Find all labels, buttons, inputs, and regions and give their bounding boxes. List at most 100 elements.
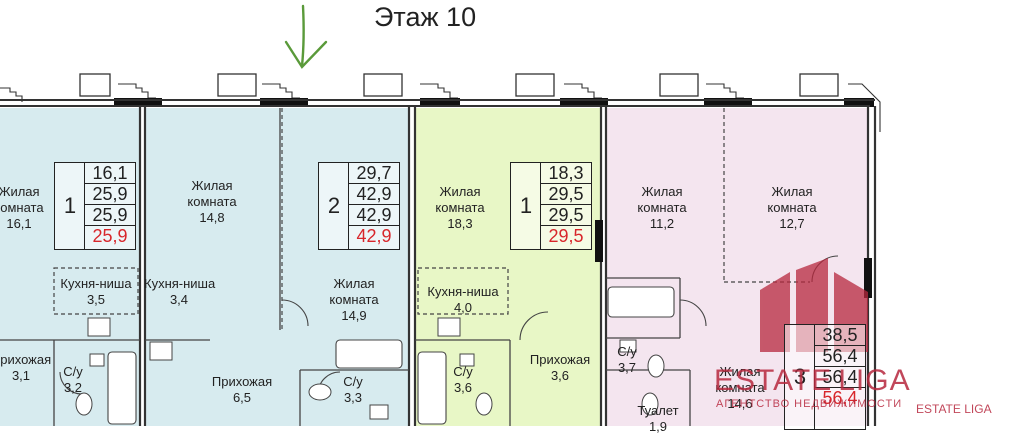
room-area: 3,1 xyxy=(11,368,31,383)
room-label: Туалет 1,9 xyxy=(628,403,688,435)
room-area: 3,5 xyxy=(86,292,106,307)
room-label: Кухня-ниша 3,5 xyxy=(54,276,138,308)
room-area: 3,7 xyxy=(617,360,637,375)
total-area-alt: 42,9 xyxy=(349,205,399,226)
room-name: Жилая комната xyxy=(715,364,765,395)
total-area-highlight: 56,4 xyxy=(822,388,858,408)
watermark-brand-left: ESTATE xyxy=(714,364,833,397)
total-area-alt: 56,4 xyxy=(815,367,865,388)
room-area: 11,2 xyxy=(649,216,675,231)
room-label: Жилая комната 16,1 xyxy=(0,184,54,232)
area-badge: 2 29,7 42,9 42,9 42,9 xyxy=(318,162,400,250)
room-name: С/у xyxy=(343,374,363,389)
room-area: 16,1 xyxy=(6,216,32,231)
living-area: 18,3 xyxy=(541,163,591,184)
badge-values: 18,3 29,5 29,5 29,5 xyxy=(540,163,591,249)
room-name: С/у xyxy=(453,364,473,379)
room-area: 12,7 xyxy=(779,216,805,231)
room-area: 3,2 xyxy=(63,380,83,395)
floor-plan xyxy=(0,4,881,426)
room-name: Кухня-ниша xyxy=(427,284,499,299)
room-area: 3,4 xyxy=(169,292,189,307)
room-label: Жилая комната 14,9 xyxy=(314,276,394,324)
room-label: С/у 3,7 xyxy=(610,344,644,376)
watermark-tagline: АГЕНТСТВО НЕДВИЖИМОСТИ xyxy=(716,398,903,410)
room-area: 6,5 xyxy=(232,390,252,405)
total-area-alt: 29,5 xyxy=(541,205,591,226)
room-name: С/у xyxy=(63,364,83,379)
area-badge: 3 38,5 56,4 56,4 56,4 xyxy=(784,324,866,430)
watermark-brand-right: LIGA xyxy=(838,364,911,397)
living-area: 16,1 xyxy=(85,163,135,184)
window-sills xyxy=(114,98,874,107)
living-area: 29,7 xyxy=(349,163,399,184)
floor-title: Этаж 10 xyxy=(374,2,477,32)
room-label: Прихожая 3,1 xyxy=(0,352,56,384)
room-area: 3,3 xyxy=(343,390,363,405)
room-label: Кухня-ниша 4,0 xyxy=(418,284,508,316)
room-name: Жилая комната xyxy=(767,184,817,215)
badge-values: 38,5 56,4 56,4 56,4 xyxy=(814,325,865,429)
area-badge: 1 18,3 29,5 29,5 29,5 xyxy=(510,162,592,250)
total-area-highlight: 25,9 xyxy=(92,226,128,246)
badge-room-count: 1 xyxy=(63,193,77,218)
room-area: 18,3 xyxy=(447,216,473,231)
room-area: 4,0 xyxy=(453,300,473,315)
room-area: 14,9 xyxy=(341,308,367,323)
room-label: Прихожая 3,6 xyxy=(520,352,600,384)
fixtures xyxy=(75,317,665,420)
total-area: 25,9 xyxy=(85,184,135,205)
room-name: Туалет xyxy=(637,403,679,418)
room-name: Жилая комната xyxy=(187,178,237,209)
room-label: С/у 3,2 xyxy=(56,364,90,396)
room-name: С/у xyxy=(617,344,637,359)
badge-room-count: 3 xyxy=(793,364,807,389)
room-name: Жилая комната xyxy=(0,184,44,215)
room-name: Жилая комната xyxy=(435,184,485,215)
room-name: Кухня-ниша xyxy=(144,276,216,291)
bathtubs xyxy=(107,286,675,425)
room-label: С/у 3,6 xyxy=(446,364,480,396)
total-area-highlight: 29,5 xyxy=(548,226,584,246)
facade-steps xyxy=(0,83,881,132)
room-label: Жилая комната 12,7 xyxy=(752,184,832,232)
room-label: Жилая комната 14,8 xyxy=(172,178,252,226)
room-label: С/у 3,3 xyxy=(336,374,370,406)
room-name: Прихожая xyxy=(211,374,273,389)
room-label: Жилая комната 18,3 xyxy=(420,184,500,232)
dashed-zones xyxy=(53,108,810,330)
badge-room-count: 2 xyxy=(327,193,341,218)
room-label: Жилая комната 11,2 xyxy=(622,184,702,232)
room-label: Прихожая 6,5 xyxy=(202,374,282,406)
total-area: 56,4 xyxy=(815,346,865,367)
apartment-2-fill xyxy=(145,108,409,426)
room-label: Кухня-ниша 3,4 xyxy=(144,276,216,308)
room-name: Жилая комната xyxy=(329,276,379,307)
watermark-small: ESTATE LIGA xyxy=(916,402,992,416)
living-area: 38,5 xyxy=(815,325,865,346)
total-area: 29,5 xyxy=(541,184,591,205)
party-wall-thick xyxy=(595,220,603,262)
room-name: Прихожая xyxy=(0,352,52,367)
total-area: 42,9 xyxy=(349,184,399,205)
total-area-alt: 25,9 xyxy=(85,205,135,226)
room-area: 14,8 xyxy=(199,210,225,225)
room-area: 3,6 xyxy=(453,380,473,395)
badge-values: 16,1 25,9 25,9 25,9 xyxy=(84,163,135,249)
room-label: Жилая комната 14,6 xyxy=(700,364,780,412)
interior-walls xyxy=(0,108,691,426)
badge-values: 29,7 42,9 42,9 42,9 xyxy=(348,163,399,249)
room-name: Кухня-ниша xyxy=(60,276,132,291)
room-area: 1,9 xyxy=(648,419,668,434)
green-arrow-icon xyxy=(284,4,328,69)
room-name: Жилая комната xyxy=(637,184,687,215)
total-area-highlight: 42,9 xyxy=(356,226,392,246)
room-area: 14,6 xyxy=(727,396,753,411)
area-badge: 1 16,1 25,9 25,9 25,9 xyxy=(54,162,136,250)
room-name: Прихожая xyxy=(529,352,591,367)
facade-wall-thick xyxy=(864,258,872,298)
facade-balconies xyxy=(79,73,839,97)
badge-room-count: 1 xyxy=(519,193,533,218)
room-area: 3,6 xyxy=(550,368,570,383)
